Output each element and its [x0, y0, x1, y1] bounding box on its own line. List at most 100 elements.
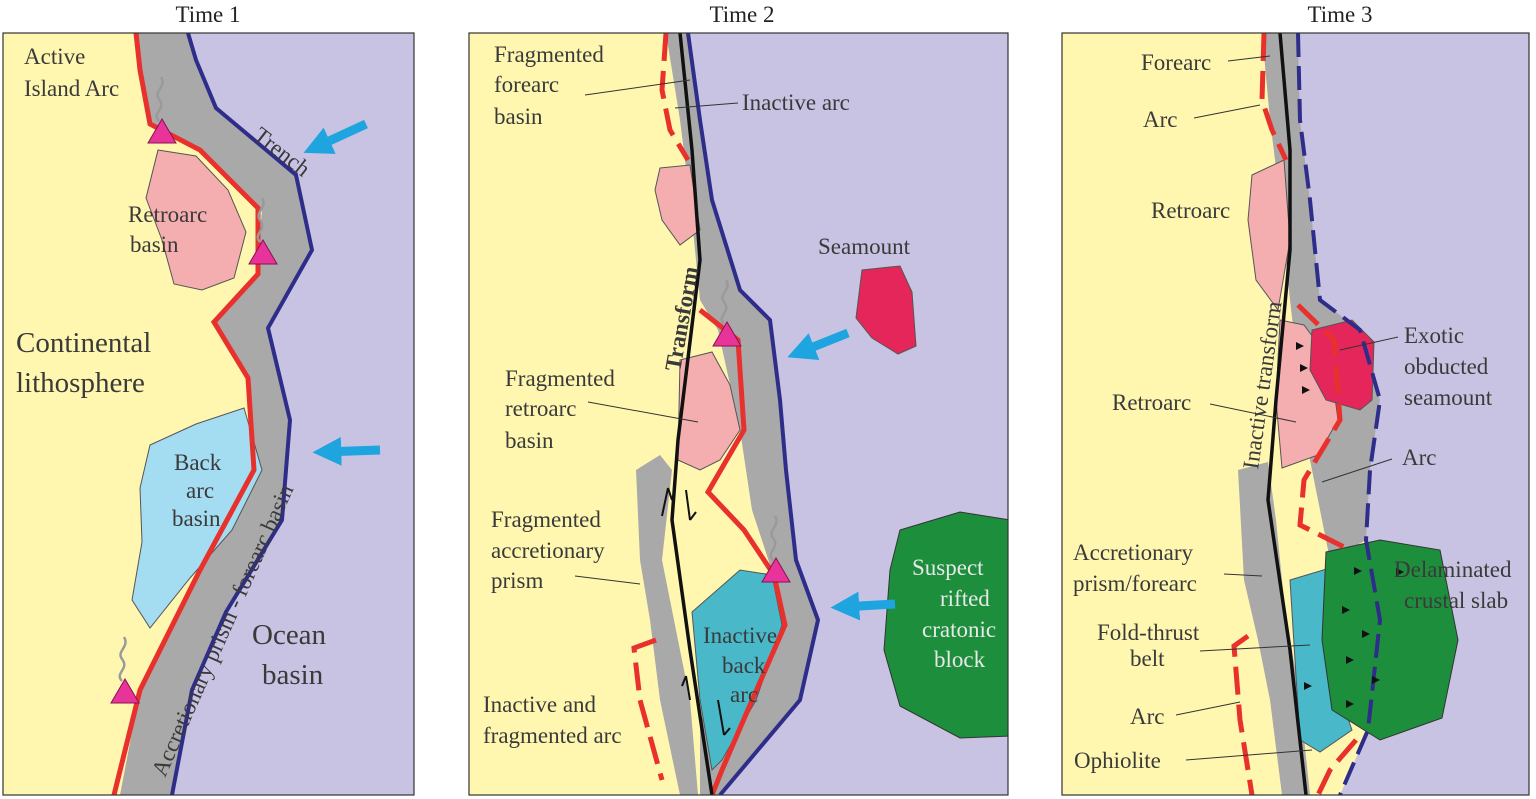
label-delaminated-crustal-slab: crustal slab: [1404, 588, 1508, 613]
trench-line-dashed: [1296, 33, 1383, 795]
arc-line-dashed: [1296, 303, 1348, 551]
panel-time-2: Time 2: [468, 2, 1009, 796]
label-accretionary-prism-forearc: prism/forearc: [1073, 571, 1197, 596]
arc-line-dashed: [1231, 633, 1255, 795]
label-arc: Arc: [1130, 704, 1164, 729]
label-back-arc-basin: arc: [186, 478, 214, 503]
label-fragmented-retroarc-basin: basin: [505, 428, 554, 453]
leader-line: [674, 102, 739, 109]
label-fragmented-retroarc-basin: Fragmented: [505, 366, 615, 391]
arc-line-dashed: [1259, 33, 1289, 162]
retroarc-basin: [677, 351, 741, 471]
label-fragmented-accretionary-prism: Fragmented: [491, 507, 601, 532]
ocean-area: [1298, 33, 1529, 795]
slip-arrow-icon: [685, 489, 697, 521]
accretionary-prism-forearc: [1238, 462, 1310, 795]
label-ocean-basin: Ocean: [252, 619, 327, 651]
leader-line: [587, 401, 699, 423]
suspect-rifted-cratonic-block: [883, 511, 1008, 739]
label-ocean-basin: basin: [262, 659, 324, 691]
label-exotic-obducted-seamount: obducted: [1404, 354, 1489, 379]
label-inactive-fragmented-arc: fragmented arc: [483, 723, 622, 748]
arc-line-dashed: [659, 33, 691, 162]
label-continental-lithosphere: lithosphere: [16, 367, 145, 399]
inactive-back-arc: [691, 569, 783, 772]
arc-line-dashed: [1315, 738, 1358, 795]
leader-line: [1193, 104, 1261, 119]
label-fold-thrust-belt: belt: [1130, 646, 1165, 671]
leader-line: [584, 79, 691, 96]
label-ophiolite: Ophiolite: [1074, 748, 1161, 773]
label-fragmented-retroarc-basin: retroarc: [505, 396, 577, 421]
arrow-icon: [830, 591, 896, 621]
delaminated-crustal-slab: [1321, 539, 1459, 741]
back-arc-basin: [131, 407, 263, 629]
label-exotic-obducted-seamount: seamount: [1404, 385, 1493, 410]
leader-line: [1321, 458, 1393, 483]
trench-line: [686, 33, 821, 795]
arc-line: [111, 33, 261, 795]
label-fold-thrust-belt: Fold-thrust: [1097, 620, 1200, 645]
label-fragmented-accretionary-prism: accretionary: [491, 538, 605, 563]
label-fragmented-forearc-basin: Fragmented: [494, 42, 604, 67]
panel-frame: [1061, 32, 1530, 796]
label-inactive-fragmented-arc: Inactive and: [483, 692, 597, 717]
leader-line: [1199, 644, 1311, 652]
label-inactive-back-arc: back: [722, 653, 766, 678]
label-arc: Arc: [1402, 445, 1436, 470]
accretionary-prism: [120, 33, 312, 795]
panel-time-1: Time 1 Active Island Arc Trench Retroarc…: [2, 2, 415, 796]
label-fragmented-accretionary-prism: prism: [491, 568, 544, 593]
trench-line: [170, 33, 315, 795]
panel-time-3: Time 3: [1061, 2, 1530, 796]
label-continental-lithosphere: Continental: [16, 327, 151, 359]
arrow-icon: [312, 436, 381, 466]
label-inactive-back-arc: Inactive: [703, 623, 777, 648]
label-retroarc: Retroarc: [1151, 198, 1230, 223]
label-retroarc-basin: Retroarc: [128, 202, 207, 227]
label-arc: Arc: [1143, 107, 1177, 132]
thrust-marks: [1296, 342, 1404, 708]
arrow-icon: [787, 328, 850, 360]
accretionary-prism-fragment: [636, 455, 698, 795]
arrow-icon: [303, 119, 368, 154]
label-inactive-arc: Inactive arc: [742, 90, 850, 115]
label-cratonic-block: block: [934, 647, 986, 672]
label-forearc: Forearc: [1141, 50, 1211, 75]
leader-line: [574, 575, 641, 585]
inactive-transform-fault: [1266, 33, 1308, 795]
label-retroarc-basin: basin: [130, 232, 179, 257]
panel-frame: [2, 32, 415, 796]
leader-line: [1227, 55, 1271, 62]
leader-line: [1209, 403, 1297, 423]
retroarc-basin: [145, 149, 247, 291]
retroarc-basin: [654, 164, 701, 246]
label-inactive-back-arc: arc: [730, 682, 758, 707]
label-cratonic-block: cratonic: [922, 617, 996, 642]
label-cratonic-block: Suspect: [912, 555, 984, 580]
inactive-arc-dashed: [631, 637, 665, 781]
label-back-arc-basin: Back: [174, 450, 222, 475]
exotic-obducted-seamount: [1309, 319, 1375, 411]
slip-arrow-icon: [661, 487, 673, 517]
slip-arrow-icon: [717, 699, 731, 736]
leader-line: [1339, 336, 1399, 351]
label-accretionary-prism-forearc: Accretionary: [1073, 540, 1194, 565]
slip-arrow-icon: [681, 675, 691, 701]
leader-line: [1185, 749, 1313, 761]
label-fragmented-forearc-basin: forearc: [494, 72, 559, 97]
label-delaminated-crustal-slab: Delaminated: [1394, 557, 1512, 582]
leader-line: [1223, 573, 1263, 577]
label-back-arc-basin: basin: [172, 506, 221, 531]
panel-title: Time 1: [176, 2, 241, 27]
seamount: [855, 265, 917, 355]
panel-title: Time 3: [1308, 2, 1373, 27]
label-retroarc: Retroarc: [1112, 390, 1191, 415]
label-cratonic-block: rifted: [940, 586, 990, 611]
transform-fault: [670, 33, 714, 795]
label-seamount: Seamount: [818, 234, 911, 259]
arc-line: [698, 308, 788, 795]
panel-frame: [468, 32, 1009, 796]
label-active-island-arc: Island Arc: [24, 76, 119, 101]
